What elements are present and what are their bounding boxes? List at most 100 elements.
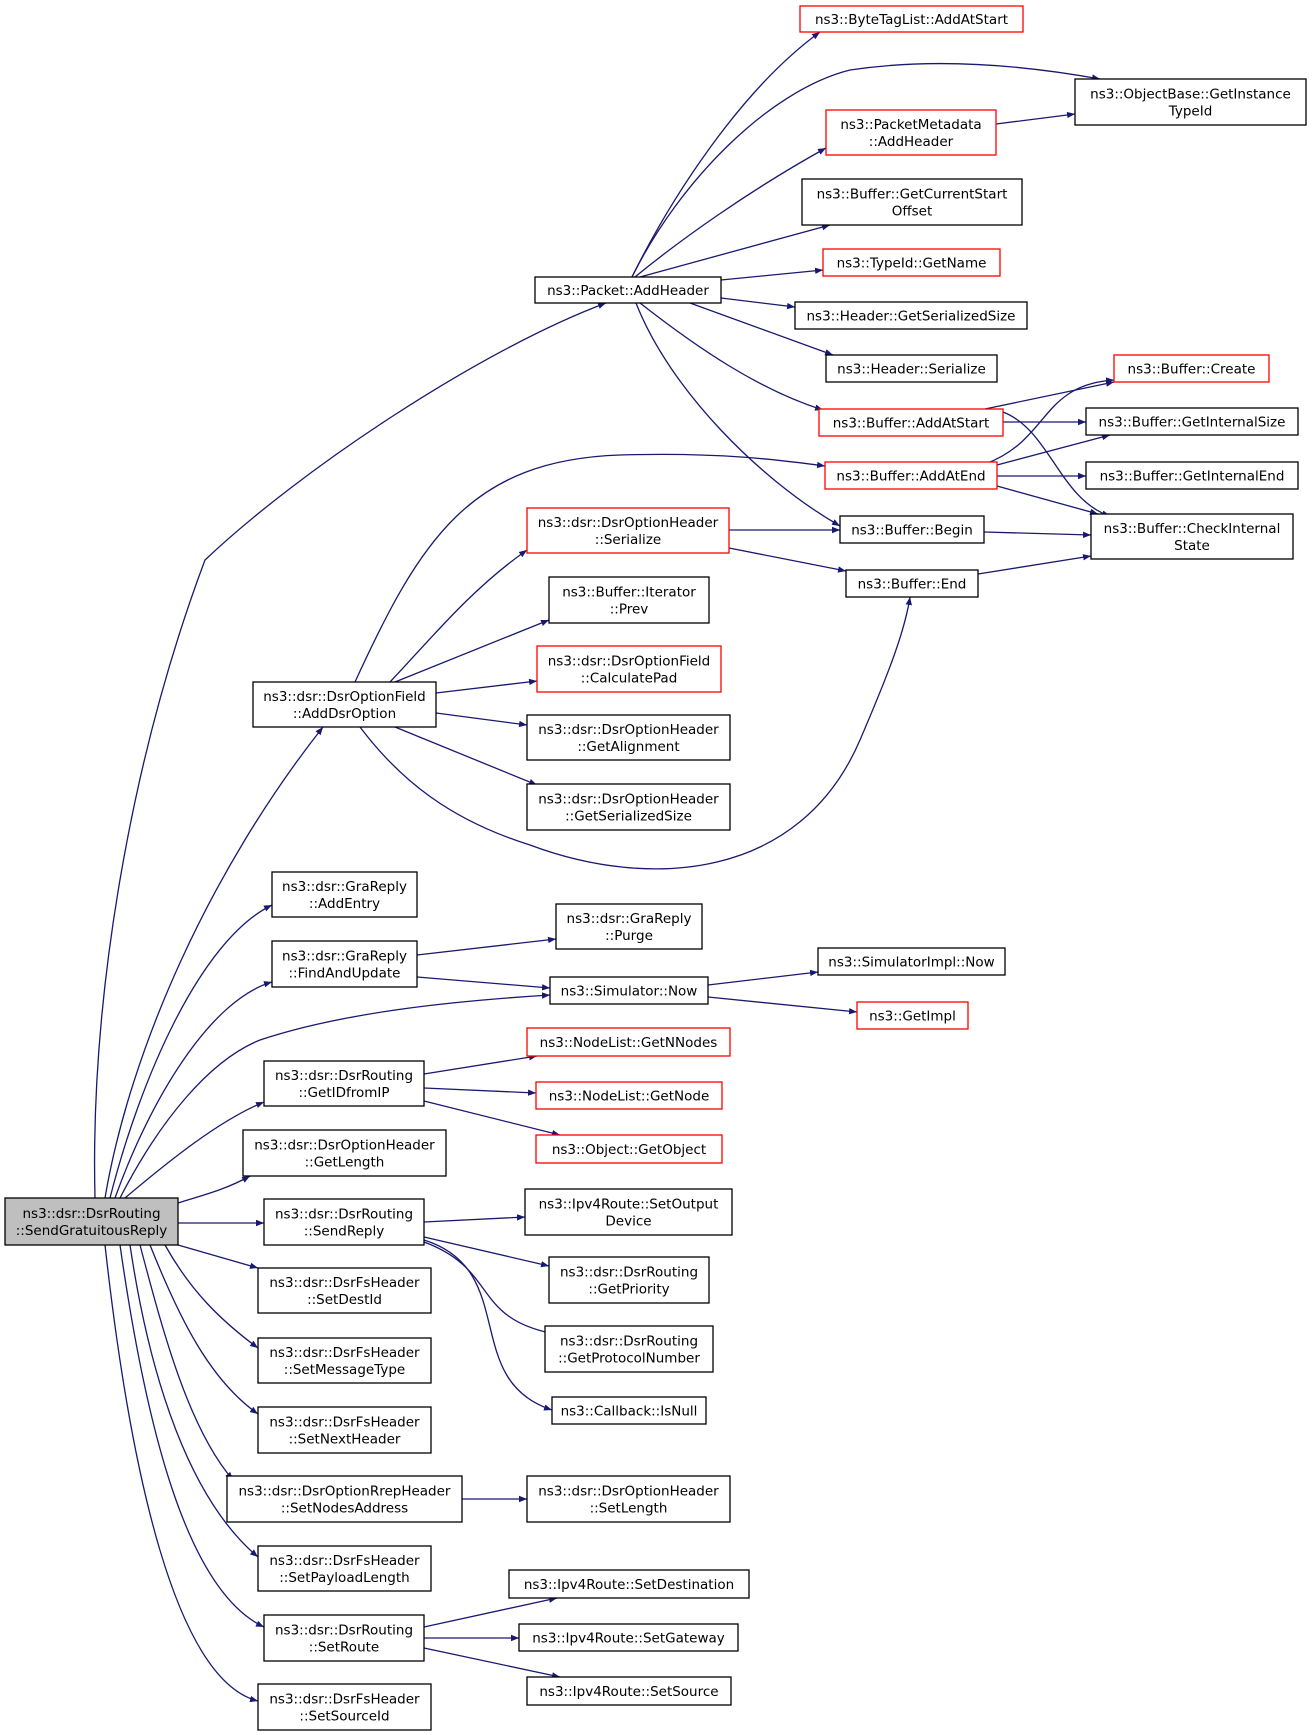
edge-dr_sendreply-to-dr_getpriority	[423, 1236, 550, 1268]
node-nl_getnnodes[interactable]: ns3::NodeList::GetNNodes	[526, 1027, 731, 1057]
node-label-line: ::GetAlignment	[577, 739, 679, 755]
node-nl_getnode[interactable]: ns3::NodeList::GetNode	[535, 1081, 723, 1110]
node-label-line: ::SetNodesAddress	[281, 1501, 408, 1517]
node-buf_addatstart[interactable]: ns3::Buffer::AddAtStart	[818, 408, 1004, 437]
node-label-line: ns3::Callback::IsNull	[561, 1404, 698, 1420]
node-dr_getidfromip[interactable]: ns3::dsr::DsrRouting::GetIDfromIP	[263, 1060, 425, 1107]
node-label-line: State	[1174, 538, 1210, 554]
node-dfh_setsourceid[interactable]: ns3::dsr::DsrFsHeader::SetSourceId	[257, 1683, 432, 1731]
node-pkt_addheader[interactable]: ns3::Packet::AddHeader	[534, 276, 722, 304]
node-label-line: ns3::Buffer::Begin	[851, 523, 973, 539]
edge-sim_now-to-getimpl	[707, 996, 858, 1015]
node-doh_serialize[interactable]: ns3::dsr::DsrOptionHeader::Serialize	[526, 507, 730, 554]
node-ipv4r_setgateway[interactable]: ns3::Ipv4Route::SetGateway	[518, 1623, 739, 1652]
node-buf_end[interactable]: ns3::Buffer::End	[845, 569, 979, 598]
edge-pkt_addheader-to-buf_begin	[635, 302, 841, 527]
node-label-line: ::SendGratuitousReply	[16, 1223, 168, 1239]
node-label-line: ns3::Buffer::GetInternalSize	[1099, 415, 1286, 431]
node-buf_create[interactable]: ns3::Buffer::Create	[1113, 354, 1270, 383]
edge-root-to-dfh_setsourceid	[104, 1244, 259, 1703]
node-sim_now[interactable]: ns3::Simulator::Now	[549, 976, 709, 1005]
edge-dr_sendreply-to-cb_isnull	[423, 1239, 553, 1411]
node-dr_sendreply[interactable]: ns3::dsr::DsrRouting::SendReply	[263, 1198, 425, 1246]
node-gr_purge[interactable]: ns3::dsr::GraReply::Purge	[555, 903, 703, 950]
node-dfh_setdestid[interactable]: ns3::dsr::DsrFsHeader::SetDestId	[257, 1267, 432, 1314]
node-label-line: ns3::dsr::GraReply	[282, 879, 407, 895]
edge-dr_setroute-to-ipv4r_setsource	[423, 1647, 561, 1679]
node-root[interactable]: ns3::dsr::DsrRouting::SendGratuitousRepl…	[4, 1197, 179, 1246]
node-dr_setroute[interactable]: ns3::dsr::DsrRouting::SetRoute	[263, 1614, 425, 1662]
node-buf_getinternalend[interactable]: ns3::Buffer::GetInternalEnd	[1085, 461, 1299, 490]
node-box	[825, 354, 998, 383]
edge-root-to-dr_getidfromip	[124, 1101, 265, 1199]
node-box	[518, 1623, 739, 1652]
node-buf_addatend[interactable]: ns3::Buffer::AddAtEnd	[824, 461, 998, 490]
node-box	[257, 1683, 432, 1731]
node-ipv4r_setdestination[interactable]: ns3::Ipv4Route::SetDestination	[508, 1569, 750, 1599]
node-box	[824, 461, 998, 490]
node-doh_getserializedsize[interactable]: ns3::dsr::DsrOptionHeader::GetSerialized…	[526, 783, 731, 831]
node-label-line: ns3::Ipv4Route::SetSource	[539, 1684, 718, 1700]
node-label-line: ns3::GetImpl	[869, 1009, 956, 1025]
node-box	[526, 1027, 731, 1057]
edge-root-to-dr_setroute	[119, 1244, 265, 1628]
node-dof_adddsroption[interactable]: ns3::dsr::DsrOptionField::AddDsrOption	[252, 681, 437, 728]
node-box	[263, 1614, 425, 1662]
node-dfh_setnextheader[interactable]: ns3::dsr::DsrFsHeader::SetNextHeader	[257, 1406, 432, 1454]
edge-line	[139, 1244, 234, 1481]
node-box	[271, 871, 418, 918]
node-buf_begin[interactable]: ns3::Buffer::Begin	[839, 515, 985, 544]
node-dr_getprotocolnumber[interactable]: ns3::dsr::DsrRouting::GetProtocolNumber	[544, 1325, 714, 1373]
node-doh_setlength[interactable]: ns3::dsr::DsrOptionHeader::SetLength	[526, 1475, 731, 1523]
node-dorh_setnodesaddress[interactable]: ns3::dsr::DsrOptionRrepHeader::SetNodesA…	[226, 1475, 463, 1523]
node-label-line: ::CalculatePad	[581, 671, 678, 687]
node-label-line: ::AddHeader	[869, 134, 954, 150]
node-simimpl_now[interactable]: ns3::SimulatorImpl::Now	[817, 947, 1006, 976]
node-gr_addentry[interactable]: ns3::dsr::GraReply::AddEntry	[271, 871, 418, 918]
node-label-line: ns3::dsr::DsrFsHeader	[269, 1345, 420, 1361]
node-label-line: ::AddDsrOption	[293, 706, 396, 722]
edge-buf_end-to-buf_checkinternalstate	[977, 554, 1092, 575]
node-label-line: ns3::Header::Serialize	[837, 362, 986, 378]
node-hdr_serialize[interactable]: ns3::Header::Serialize	[825, 354, 998, 383]
edge-root-to-pkt_addheader	[93, 302, 607, 1199]
edge-buf_addatstart-to-buf_checkinternalstate	[1002, 411, 1111, 517]
edge-root-to-dorh_setnodesaddress	[139, 1244, 234, 1481]
node-ipv4r_setsource[interactable]: ns3::Ipv4Route::SetSource	[526, 1676, 732, 1706]
edge-line	[119, 992, 551, 1199]
edge-line	[995, 111, 1076, 125]
node-box	[252, 681, 437, 728]
node-doh_getlength[interactable]: ns3::dsr::DsrOptionHeader::GetLength	[242, 1129, 447, 1177]
node-typeid_getname[interactable]: ns3::TypeId::GetName	[822, 248, 1001, 277]
edge-line	[423, 1647, 561, 1679]
edge-root-to-gr_addentry	[109, 904, 273, 1199]
node-dr_getpriority[interactable]: ns3::dsr::DsrRouting::GetPriority	[548, 1256, 710, 1304]
node-hdr_getserializedsize[interactable]: ns3::Header::GetSerializedSize	[794, 301, 1028, 330]
node-box	[544, 1325, 714, 1373]
node-pm_addheader[interactable]: ns3::PacketMetadata::AddHeader	[825, 109, 997, 156]
node-bufit_prev[interactable]: ns3::Buffer::Iterator::Prev	[548, 576, 710, 624]
node-box	[257, 1545, 432, 1592]
node-dfh_setpayloadlength[interactable]: ns3::dsr::DsrFsHeader::SetPayloadLength	[257, 1545, 432, 1592]
node-label-line: ::GetPriority	[588, 1282, 669, 1298]
edge-buf_begin-to-buf_checkinternalstate	[983, 531, 1092, 538]
node-buf_getinternalsize[interactable]: ns3::Buffer::GetInternalSize	[1085, 407, 1299, 436]
node-dof_calculatepad[interactable]: ns3::dsr::DsrOptionField::CalculatePad	[536, 645, 722, 693]
node-obj_getobject[interactable]: ns3::Object::GetObject	[535, 1134, 723, 1164]
edge-line	[435, 678, 538, 694]
edge-line	[149, 1244, 259, 1415]
node-btl_addatstart[interactable]: ns3::ByteTagList::AddAtStart	[799, 5, 1024, 33]
node-label-line: ns3::dsr::DsrRouting	[275, 1068, 413, 1084]
node-label-line: ns3::dsr::DsrOptionHeader	[538, 1484, 719, 1500]
node-doh_getalignment[interactable]: ns3::dsr::DsrOptionHeader::GetAlignment	[526, 714, 731, 761]
node-getimpl[interactable]: ns3::GetImpl	[856, 1001, 969, 1030]
node-cb_isnull[interactable]: ns3::Callback::IsNull	[551, 1396, 707, 1425]
node-dfh_setmessagetype[interactable]: ns3::dsr::DsrFsHeader::SetMessageType	[257, 1337, 432, 1384]
node-label-line: ns3::dsr::DsrOptionField	[548, 654, 710, 670]
node-label-line: ns3::dsr::DsrRouting	[22, 1206, 160, 1222]
node-gr_findandupdate[interactable]: ns3::dsr::GraReply::FindAndUpdate	[271, 940, 418, 988]
